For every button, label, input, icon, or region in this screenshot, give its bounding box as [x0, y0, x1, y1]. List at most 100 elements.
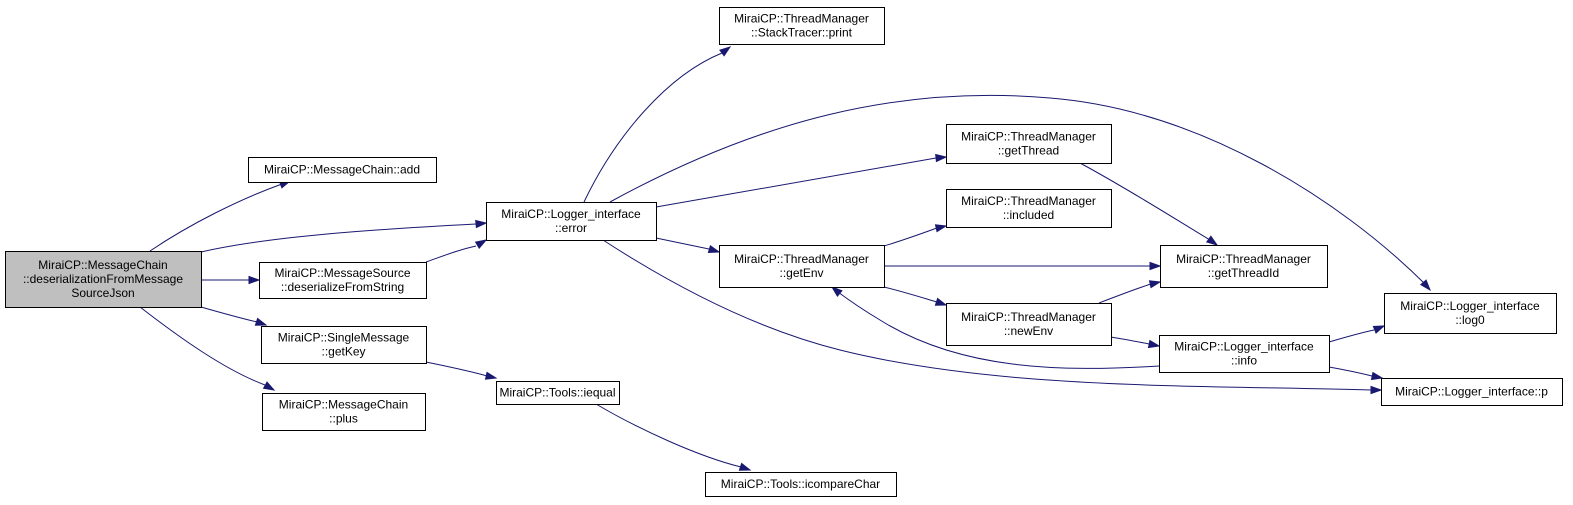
edge-error-p — [602, 239, 1383, 395]
edge-error-log0 — [609, 94, 1431, 292]
node-label-line: MiraiCP::Tools::icompareChar — [721, 477, 880, 491]
edge-root-error — [200, 219, 488, 253]
edge-info-getEnv — [830, 286, 1160, 369]
node-label-line: MiraiCP::Logger_interface — [501, 207, 641, 221]
edge-line — [655, 157, 937, 208]
node-label-line: ::info — [1231, 354, 1257, 368]
node-error[interactable]: MiraiCP::Logger_interface::error — [486, 202, 657, 241]
edge-error-getThread — [655, 153, 948, 208]
arrowhead — [1372, 325, 1386, 334]
node-info[interactable]: MiraiCP::Logger_interface::info — [1159, 335, 1330, 373]
node-box — [1159, 335, 1330, 373]
node-label-line: MiraiCP::ThreadManager — [961, 194, 1096, 208]
edge-line — [883, 227, 938, 247]
arrowhead — [1149, 261, 1162, 271]
node-label-line: MiraiCP::ThreadManager — [1176, 252, 1311, 266]
node-label-line: MiraiCP::ThreadManager — [734, 12, 869, 26]
node-label-line: MiraiCP::ThreadManager — [961, 310, 1096, 324]
edge-error-print — [583, 46, 732, 203]
node-label-line: MiraiCP::Tools::iequal — [499, 386, 615, 400]
node-label-line: ::getThreadId — [1208, 266, 1279, 280]
edge-line — [425, 245, 477, 263]
call-nodes: MiraiCP::MessageChain::deserializationFr… — [5, 7, 1563, 497]
node-box — [719, 245, 885, 288]
node-plus[interactable]: MiraiCP::MessageChain::plus — [262, 393, 426, 431]
node-label-line: MiraiCP::Logger_interface::p — [1395, 385, 1548, 399]
node-label-line: ::getKey — [321, 345, 365, 359]
node-included[interactable]: MiraiCP::ThreadManager::included — [946, 189, 1112, 228]
edge-line — [425, 361, 488, 377]
call-edges — [139, 46, 1431, 471]
node-box — [719, 7, 885, 45]
node-label-line: ::error — [555, 221, 587, 235]
edge-line — [883, 286, 938, 303]
edge-line — [200, 306, 258, 323]
node-box — [5, 251, 202, 308]
arrowhead — [248, 275, 261, 285]
node-label-line: MiraiCP::MessageChain::add — [264, 163, 420, 177]
node-label-line: ::deserializationFromMessage — [23, 272, 183, 286]
node-box — [946, 303, 1112, 346]
arrowhead — [1419, 279, 1431, 292]
edge-root-plus — [139, 306, 276, 391]
arrowhead — [262, 381, 276, 391]
node-label-line: MiraiCP::Logger_interface — [1174, 340, 1314, 354]
node-root[interactable]: MiraiCP::MessageChain::deserializationFr… — [5, 251, 202, 308]
edge-line — [200, 223, 477, 253]
node-p[interactable]: MiraiCP::Logger_interface::p — [1381, 378, 1563, 406]
edge-getEnv-newEnv — [883, 286, 948, 306]
edge-line — [837, 291, 1160, 369]
node-label-line: ::deserializeFromString — [281, 280, 404, 294]
node-label-line: ::newEnv — [1004, 324, 1053, 338]
node-log0[interactable]: MiraiCP::Logger_interface::log0 — [1384, 293, 1557, 334]
edge-newEnv-tid — [1098, 280, 1162, 304]
edge-line — [655, 237, 710, 250]
node-iequal[interactable]: MiraiCP::Tools::iequal — [496, 381, 620, 405]
node-label-line: ::getEnv — [779, 266, 823, 280]
node-deserializeFromString[interactable]: MiraiCP::MessageSource::deserializeFromS… — [259, 262, 427, 299]
node-label-line: MiraiCP::ThreadManager — [734, 252, 869, 266]
node-label-line: ::getThread — [998, 144, 1059, 158]
arrowhead — [719, 46, 732, 57]
edge-getEnv-included — [883, 224, 948, 247]
node-box — [1160, 245, 1328, 288]
arrowhead — [1148, 280, 1162, 289]
arrowhead — [1370, 371, 1384, 381]
edge-info-log0 — [1328, 325, 1386, 343]
arrowhead — [935, 153, 948, 163]
arrowhead — [484, 371, 498, 380]
node-label-line: MiraiCP::ThreadManager — [961, 130, 1096, 144]
node-box — [946, 189, 1112, 228]
node-getThreadId[interactable]: MiraiCP::ThreadManager::getThreadId — [1160, 245, 1328, 288]
node-box — [261, 326, 427, 364]
arrowhead — [830, 286, 843, 297]
node-stackPrint[interactable]: MiraiCP::ThreadManager::StackTracer::pri… — [719, 7, 885, 45]
edge-root-getKey — [200, 306, 268, 326]
node-getKey[interactable]: MiraiCP::SingleMessage::getKey — [261, 326, 427, 364]
node-label-line: ::StackTracer::print — [751, 26, 853, 40]
node-label-line: ::plus — [329, 412, 358, 426]
edge-root-deser — [201, 275, 261, 285]
edge-line — [609, 94, 1425, 284]
arrowhead — [1205, 235, 1219, 246]
node-label-line: MiraiCP::MessageChain — [38, 258, 167, 272]
node-label-line: SourceJson — [71, 286, 134, 300]
node-add[interactable]: MiraiCP::MessageChain::add — [248, 157, 437, 183]
node-box — [1381, 378, 1563, 406]
node-box — [486, 202, 657, 241]
edge-deser-error — [425, 239, 488, 263]
edge-error-getEnv — [655, 237, 721, 254]
edge-iequal-icomp — [595, 403, 752, 471]
arrowhead — [934, 297, 948, 306]
node-box — [1384, 293, 1557, 334]
node-getThread[interactable]: MiraiCP::ThreadManager::getThread — [946, 124, 1112, 164]
node-box — [248, 157, 437, 183]
node-label-line: ::included — [1003, 208, 1054, 222]
node-newEnv[interactable]: MiraiCP::ThreadManager::newEnv — [946, 303, 1112, 346]
arrowhead — [1370, 385, 1383, 395]
node-getEnv[interactable]: MiraiCP::ThreadManager::getEnv — [719, 245, 885, 288]
edge-line — [1110, 336, 1150, 345]
edge-line — [149, 183, 283, 252]
node-icompareChar[interactable]: MiraiCP::Tools::icompareChar — [705, 472, 897, 497]
